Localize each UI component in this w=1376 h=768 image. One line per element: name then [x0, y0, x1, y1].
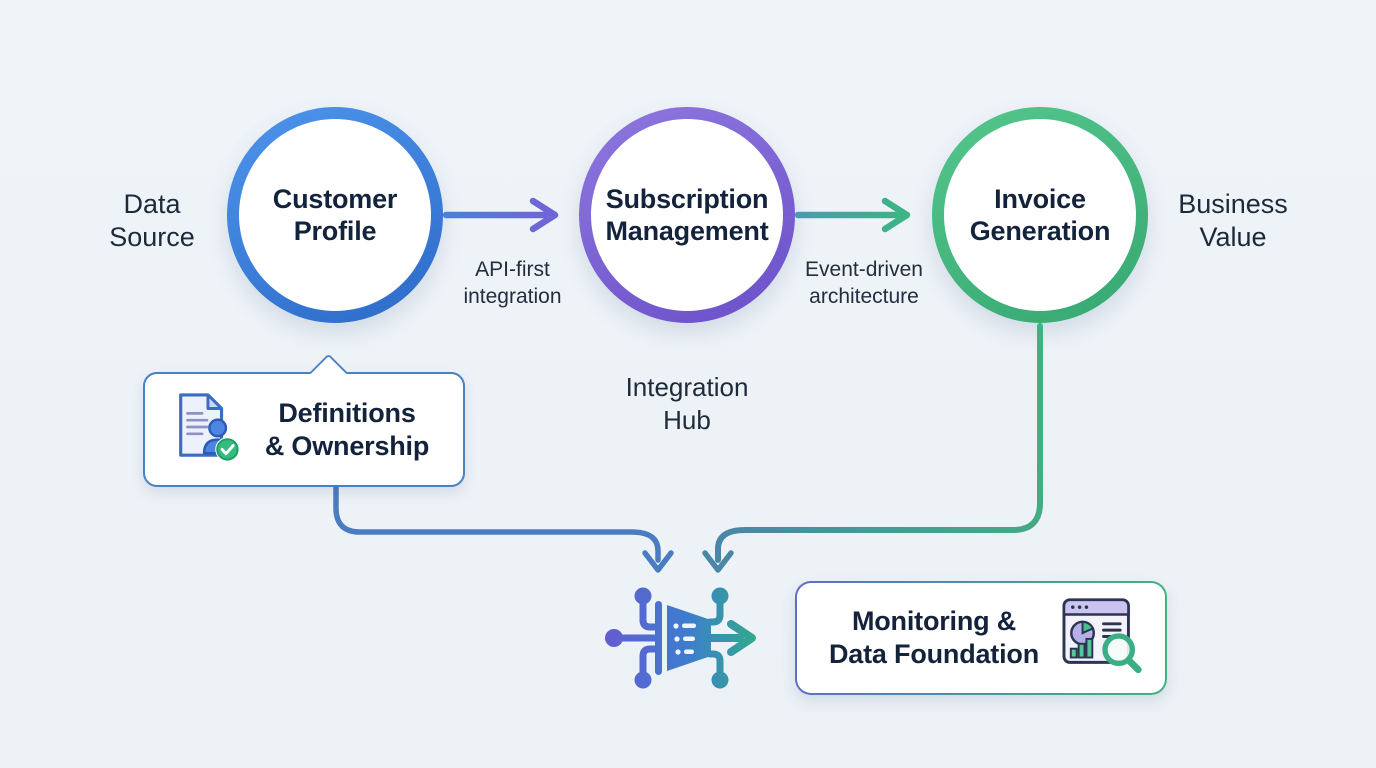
event-driven-architecture-label: Event-driven architecture: [805, 258, 923, 308]
arrow-down-icon: [702, 550, 734, 573]
dashboard-magnifier-icon: [1061, 594, 1149, 683]
connector-invoice-to-hub: [715, 323, 1043, 563]
definitions-ownership-callout: Definitions & Ownership: [143, 353, 465, 487]
data-source-label: Data Source: [109, 189, 195, 253]
node-invoice-generation: Invoice Generation: [932, 107, 1148, 323]
callout-pointer: [309, 353, 348, 392]
definitions-ownership-label: Definitions & Ownership: [264, 397, 430, 461]
integration-hub-icon: [605, 587, 756, 689]
arrow-right-icon: [794, 197, 911, 233]
api-first-integration-label: API-first integration: [463, 258, 562, 308]
node-customer-profile: Customer Profile: [227, 107, 443, 323]
arrow-down-icon: [642, 550, 674, 573]
customer-profile-label: Customer Profile: [272, 183, 398, 246]
document-person-check-icon: [167, 391, 245, 468]
business-value-label: Business Value: [1178, 189, 1288, 253]
node-subscription-management: Subscription Management: [579, 107, 795, 323]
invoice-generation-label: Invoice Generation: [969, 183, 1111, 246]
monitoring-data-foundation-label: Monitoring & Data Foundation: [829, 606, 1039, 669]
arrow-right-icon: [442, 197, 559, 233]
connector-definitions-to-hub: [333, 483, 661, 563]
monitoring-data-foundation-card: Monitoring & Data Foundation: [795, 581, 1167, 695]
subscription-management-label: Subscription Management: [605, 183, 769, 246]
integration-hub-label: Integration Hub: [625, 372, 749, 435]
